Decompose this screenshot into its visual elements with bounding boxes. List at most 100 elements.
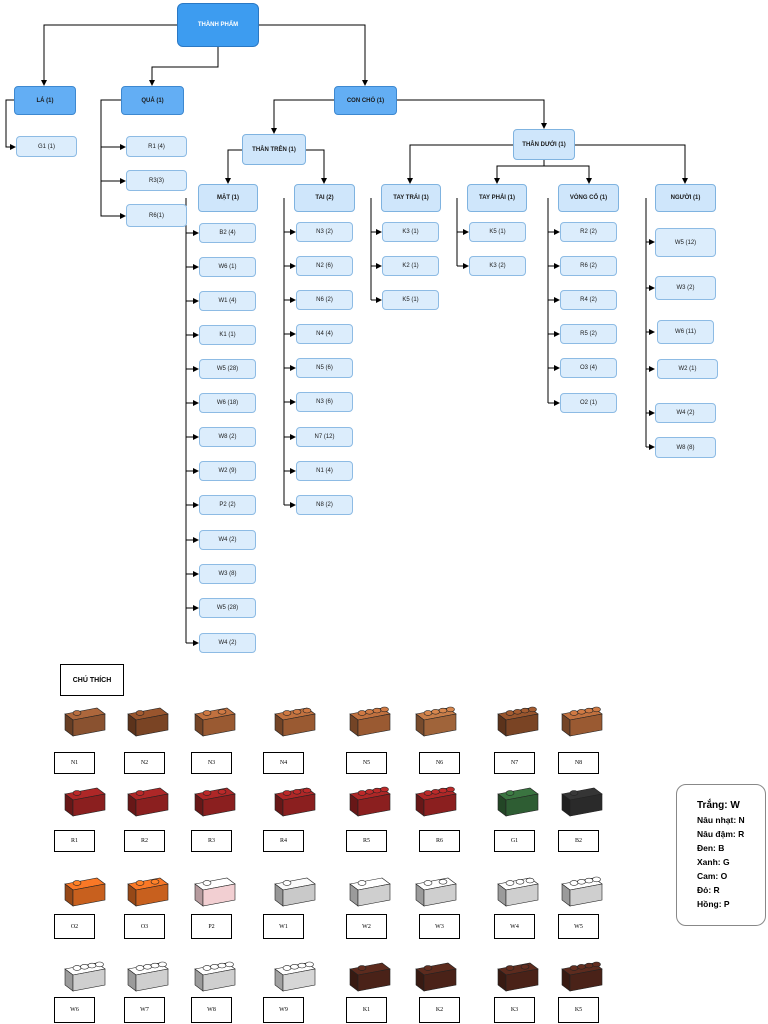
brick-label-r3: R3 bbox=[191, 830, 232, 852]
connector-arrow bbox=[397, 99, 547, 129]
leaf-mat-9[interactable]: W4 (2) bbox=[199, 530, 256, 550]
leaf-tai-1[interactable]: N2 (6) bbox=[296, 256, 353, 276]
brick-label-k1: K1 bbox=[346, 997, 387, 1023]
leaf-tai-5[interactable]: N3 (6) bbox=[296, 392, 353, 412]
leaf-la-0[interactable]: G1 (1) bbox=[16, 136, 77, 157]
color-key-entry: Xanh: G bbox=[697, 857, 730, 867]
connector-arrow bbox=[407, 144, 513, 184]
legend-title: CHÚ THÍCH bbox=[60, 664, 124, 696]
leaf-mat-5[interactable]: W6 (18) bbox=[199, 393, 256, 413]
leaf-mat-12[interactable]: W4 (2) bbox=[199, 633, 256, 653]
leaf-mat-8[interactable]: P2 (2) bbox=[199, 495, 256, 515]
leaf-tay-phai-0[interactable]: K5 (1) bbox=[469, 222, 526, 242]
brick-w9-icon bbox=[274, 961, 316, 992]
brick-label-w5: W5 bbox=[558, 914, 599, 939]
brick-label-w4: W4 bbox=[494, 914, 535, 939]
leaf-nguoi-3[interactable]: W2 (1) bbox=[657, 359, 718, 379]
leaf-vong-co-3[interactable]: R5 (2) bbox=[560, 324, 617, 344]
leaf-mat-6[interactable]: W8 (2) bbox=[199, 427, 256, 447]
leaf-mat-3[interactable]: K1 (1) bbox=[199, 325, 256, 345]
color-key-entry: Nâu đậm: R bbox=[697, 829, 745, 839]
brick-label-n1: N1 bbox=[54, 752, 95, 774]
connector-arrow bbox=[100, 99, 126, 150]
leaf-qua-0[interactable]: R1 (4) bbox=[126, 136, 187, 157]
color-key-entry: Trắng: W bbox=[697, 800, 740, 811]
node-tai[interactable]: TAI (2) bbox=[294, 184, 355, 212]
brick-k2-icon bbox=[415, 962, 457, 992]
node-qua[interactable]: QUẢ (1) bbox=[121, 86, 184, 115]
node-than-duoi[interactable]: THÂN DƯỚI (1) bbox=[513, 129, 575, 160]
connector-arrow bbox=[494, 160, 545, 184]
leaf-tai-6[interactable]: N7 (12) bbox=[296, 427, 353, 447]
brick-label-w1: W1 bbox=[263, 914, 304, 939]
connector-arrow bbox=[41, 24, 177, 86]
leaf-qua-2[interactable]: R6(1) bbox=[126, 204, 187, 227]
connector-arrow bbox=[5, 99, 16, 150]
leaf-qua-1[interactable]: R3(3) bbox=[126, 170, 187, 191]
leaf-mat-10[interactable]: W3 (8) bbox=[199, 564, 256, 584]
leaf-tai-8[interactable]: N8 (2) bbox=[296, 495, 353, 515]
node-mat[interactable]: MẶT (1) bbox=[198, 184, 258, 212]
leaf-nguoi-5[interactable]: W8 (8) bbox=[655, 437, 716, 458]
brick-label-k5: K5 bbox=[558, 997, 599, 1023]
brick-n2-icon bbox=[127, 707, 169, 737]
connector-arrow bbox=[225, 149, 242, 184]
node-tay-phai[interactable]: TAY PHẢI (1) bbox=[467, 184, 527, 212]
brick-r1-icon bbox=[64, 787, 106, 817]
brick-label-p2: P2 bbox=[191, 914, 232, 939]
leaf-tai-2[interactable]: N6 (2) bbox=[296, 290, 353, 310]
leaf-tai-7[interactable]: N1 (4) bbox=[296, 461, 353, 481]
brick-w8-icon bbox=[194, 961, 236, 992]
brick-w3-icon bbox=[415, 877, 457, 907]
brick-label-w6: W6 bbox=[54, 997, 95, 1023]
leaf-mat-0[interactable]: B2 (4) bbox=[199, 223, 256, 243]
node-thanh-pham[interactable]: THÀNH PHẨM bbox=[177, 3, 259, 47]
leaf-vong-co-0[interactable]: R2 (2) bbox=[560, 222, 617, 242]
brick-w1-icon bbox=[274, 877, 316, 907]
leaf-tay-trai-0[interactable]: K3 (1) bbox=[382, 222, 439, 242]
node-la[interactable]: LÁ (1) bbox=[14, 86, 76, 115]
node-vong-co[interactable]: VÒNG CỔ (1) bbox=[558, 184, 619, 212]
node-con-cho[interactable]: CON CHÓ (1) bbox=[334, 86, 397, 115]
leaf-vong-co-5[interactable]: O2 (1) bbox=[560, 393, 617, 413]
leaf-mat-7[interactable]: W2 (9) bbox=[199, 461, 256, 481]
leaf-nguoi-4[interactable]: W4 (2) bbox=[655, 403, 716, 423]
brick-label-r1: R1 bbox=[54, 830, 95, 852]
leaf-mat-4[interactable]: W5 (28) bbox=[199, 359, 256, 379]
leaf-tai-4[interactable]: N5 (6) bbox=[296, 358, 353, 378]
node-than-tren[interactable]: THÂN TRÊN (1) bbox=[242, 134, 306, 165]
leaf-mat-11[interactable]: W5 (28) bbox=[199, 598, 256, 618]
leaf-vong-co-4[interactable]: O3 (4) bbox=[560, 358, 617, 378]
color-key-entry: Đỏ: R bbox=[697, 885, 720, 895]
brick-n3-icon bbox=[194, 707, 236, 737]
leaf-mat-1[interactable]: W6 (1) bbox=[199, 257, 256, 277]
color-key-entry: Cam: O bbox=[697, 871, 728, 881]
brick-r4-icon bbox=[274, 787, 316, 817]
leaf-tay-phai-1[interactable]: K3 (2) bbox=[469, 256, 526, 276]
node-tay-trai[interactable]: TAY TRÁI (1) bbox=[381, 184, 441, 212]
leaf-tai-3[interactable]: N4 (4) bbox=[296, 324, 353, 344]
connector-arrow bbox=[149, 47, 219, 86]
leaf-vong-co-1[interactable]: R6 (2) bbox=[560, 256, 617, 276]
brick-n8-icon bbox=[561, 706, 603, 737]
leaf-tai-0[interactable]: N3 (2) bbox=[296, 222, 353, 242]
brick-r6-icon bbox=[415, 786, 457, 817]
brick-label-o2: O2 bbox=[54, 914, 95, 939]
brick-label-n4: N4 bbox=[263, 752, 304, 774]
brick-n1-icon bbox=[64, 707, 106, 737]
leaf-vong-co-2[interactable]: R4 (2) bbox=[560, 290, 617, 310]
connector-arrow bbox=[100, 181, 126, 219]
brick-label-r2: R2 bbox=[124, 830, 165, 852]
brick-label-r6: R6 bbox=[419, 830, 460, 852]
leaf-mat-2[interactable]: W1 (4) bbox=[199, 291, 256, 311]
node-nguoi[interactable]: NGƯỜI (1) bbox=[655, 184, 716, 212]
brick-w4-icon bbox=[497, 877, 539, 907]
brick-k1-icon bbox=[349, 962, 391, 992]
brick-p2-icon bbox=[194, 877, 236, 907]
leaf-nguoi-1[interactable]: W3 (2) bbox=[655, 276, 716, 300]
leaf-tay-trai-2[interactable]: K5 (1) bbox=[382, 290, 439, 310]
color-key: Trắng: W Nâu nhạt: N Nâu đậm: R Đen: B X… bbox=[676, 784, 766, 926]
leaf-nguoi-0[interactable]: W5 (12) bbox=[655, 228, 716, 257]
leaf-tay-trai-1[interactable]: K2 (1) bbox=[382, 256, 439, 276]
leaf-nguoi-2[interactable]: W6 (11) bbox=[657, 320, 714, 344]
